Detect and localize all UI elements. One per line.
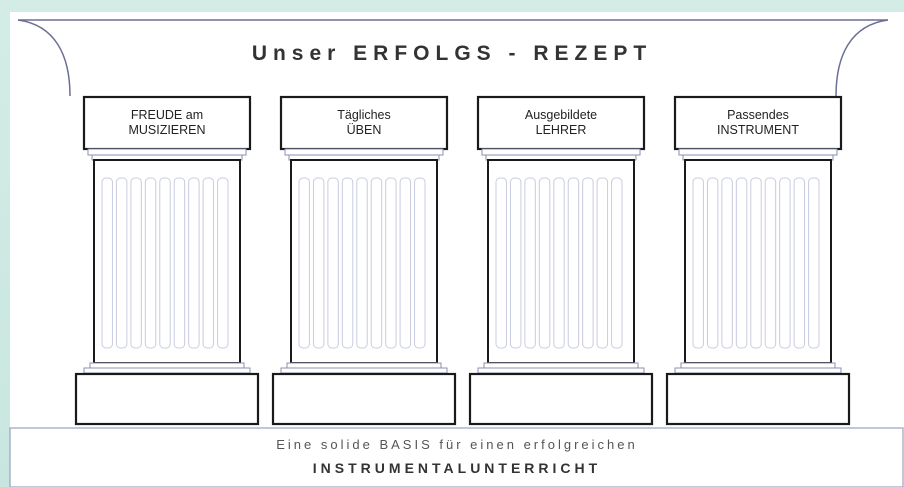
- pillar-2-flute: [399, 177, 412, 349]
- pillar-2-flute: [341, 177, 354, 349]
- pillar-3-flute: [611, 177, 623, 349]
- pillar-4-flute: [692, 177, 704, 349]
- pillar-2-flute: [414, 177, 426, 349]
- pillar-1-capital-strip: [87, 148, 247, 156]
- pillar-3-base-strip: [483, 362, 639, 369]
- pillar-2-flute: [312, 177, 325, 349]
- pillar-label-2-line2: ÜBEN: [346, 123, 382, 137]
- pillar-label-1-line2: MUSIZIEREN: [128, 123, 206, 137]
- pediment-right-curve: [835, 19, 889, 97]
- basis-block: [9, 427, 904, 487]
- pillar-2-flute: [385, 177, 397, 349]
- basis-text-line2: INSTRUMENTALUNTERRICHT: [312, 460, 602, 476]
- pillar-3-flute: [596, 177, 609, 349]
- pillar-2-flute: [327, 177, 339, 349]
- pillar-4-flute: [764, 177, 777, 349]
- pillar-label-4-line2: INSTRUMENT: [717, 123, 799, 137]
- pillar-4-flute: [706, 177, 719, 349]
- pillar-3-flute: [567, 177, 580, 349]
- pillar-1-base-strip: [89, 362, 245, 369]
- pillar-1-flute: [159, 177, 171, 349]
- pillar-3-base-strip-2: [477, 367, 645, 374]
- pillar-1-flute: [130, 177, 142, 349]
- pillar-label-1-line1: FREUDE am: [130, 108, 204, 122]
- pillar-4-flute: [793, 177, 806, 349]
- pillar-4-base-strip: [680, 362, 836, 369]
- basis-text-line1: Eine solide BASIS für einen erfolgreiche…: [276, 437, 638, 452]
- pillar-2-plinth: [271, 372, 457, 426]
- pillar-3-flute: [509, 177, 522, 349]
- pillar-3-flute: [538, 177, 551, 349]
- pillar-3-capital: [476, 95, 646, 151]
- pillar-1-flute: [173, 177, 186, 349]
- pillar-1-shaft: [93, 159, 241, 364]
- pillar-label-3-line1: Ausgebildete: [524, 108, 598, 122]
- pillar-3-plinth: [468, 372, 654, 426]
- pillar-1-flute: [188, 177, 200, 349]
- pillar-label-4-line1: Passendes: [727, 108, 789, 122]
- pillar-2-capital: [279, 95, 449, 151]
- pillar-1-flute: [217, 177, 229, 349]
- pillar-4-flute: [721, 177, 733, 349]
- pillar-3-flute: [582, 177, 594, 349]
- pillar-1-flute: [202, 177, 215, 349]
- pillar-4-flute: [750, 177, 762, 349]
- pillar-2-capital-strip: [284, 148, 444, 156]
- pillar-3-flute: [495, 177, 507, 349]
- pillar-label-3: Ausgebildete LEHRER: [478, 108, 644, 138]
- pillar-4-shaft: [684, 159, 832, 364]
- pillar-1-base-strip-2: [83, 367, 251, 374]
- pillar-4-plinth: [665, 372, 851, 426]
- pillar-4-capital-strip: [678, 148, 838, 156]
- pillar-2-base-strip-2: [280, 367, 448, 374]
- pillar-label-4: Passendes INSTRUMENT: [675, 108, 841, 138]
- pillar-4-flute: [808, 177, 820, 349]
- pillar-label-2: Tägliches ÜBEN: [281, 108, 447, 138]
- pillar-1-flute: [115, 177, 128, 349]
- pillar-3-capital-strip: [481, 148, 641, 156]
- pillar-3-flute: [524, 177, 536, 349]
- diagram-title: Unser ERFOLGS - REZEPT: [251, 42, 653, 65]
- pillar-4-flute: [779, 177, 791, 349]
- pillar-3-shaft: [487, 159, 635, 364]
- pillar-3-flute: [553, 177, 565, 349]
- pillar-1-flute: [144, 177, 157, 349]
- pillar-label-3-line2: LEHRER: [535, 123, 587, 137]
- pillar-1-flute: [101, 177, 113, 349]
- pillar-2-flute: [356, 177, 368, 349]
- pillar-4-flute: [735, 177, 748, 349]
- pillar-1-plinth: [74, 372, 260, 426]
- pediment-left-curve: [17, 19, 71, 97]
- pillar-2-base-strip: [286, 362, 442, 369]
- pillar-2-flute: [298, 177, 310, 349]
- pillar-4-base-strip-2: [674, 367, 842, 374]
- pillar-label-2-line1: Tägliches: [337, 108, 391, 122]
- pillar-label-1: FREUDE am MUSIZIEREN: [84, 108, 250, 138]
- pillar-2-flute: [370, 177, 383, 349]
- pillar-2-shaft: [290, 159, 438, 364]
